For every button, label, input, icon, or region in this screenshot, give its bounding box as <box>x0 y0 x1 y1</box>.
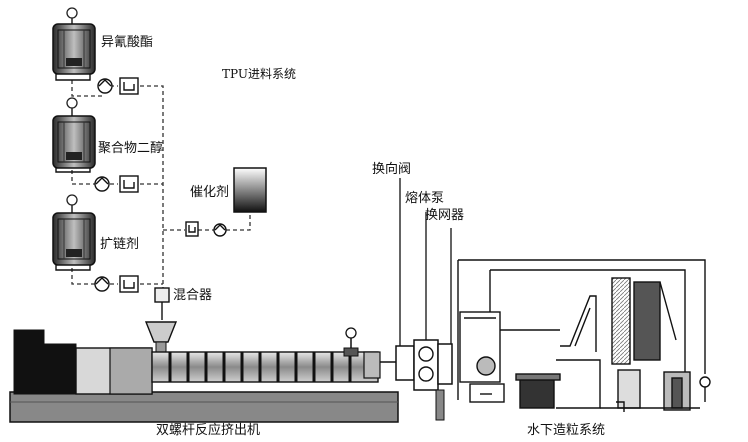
isocyanate-tank <box>52 7 96 81</box>
screen-changer <box>437 228 453 385</box>
polyol-tank <box>52 97 96 173</box>
label-twin-screw-extruder: 双螺杆反应挤出机 <box>156 423 261 438</box>
label-tpu-feed-system: TPU进料系统 <box>222 67 296 81</box>
feed-pumps <box>94 78 227 292</box>
chain-extender-tank <box>52 194 96 271</box>
label-polyol: 聚合物二醇 <box>98 141 164 156</box>
feed-lines <box>71 80 251 300</box>
hopper <box>144 321 178 353</box>
melt-pump <box>413 212 445 421</box>
pelletizing-system <box>457 259 711 412</box>
extruder <box>9 327 399 423</box>
flow-meters <box>119 77 199 293</box>
label-underwater-pelletizing: 水下造粒系统 <box>527 423 606 438</box>
label-catalyst: 催化剂 <box>190 185 230 200</box>
label-diverter-valve: 换向阀 <box>372 162 412 177</box>
label-screen-changer: 换网器 <box>425 208 465 223</box>
label-melt-pump: 熔体泵 <box>405 191 445 206</box>
mixer <box>154 287 170 320</box>
label-isocyanate: 异氰酸酯 <box>101 35 154 50</box>
catalyst-tank <box>233 167 267 213</box>
label-chain-extender: 扩链剂 <box>100 237 140 252</box>
label-mixer: 混合器 <box>173 288 213 303</box>
diverter-valve <box>395 178 415 381</box>
